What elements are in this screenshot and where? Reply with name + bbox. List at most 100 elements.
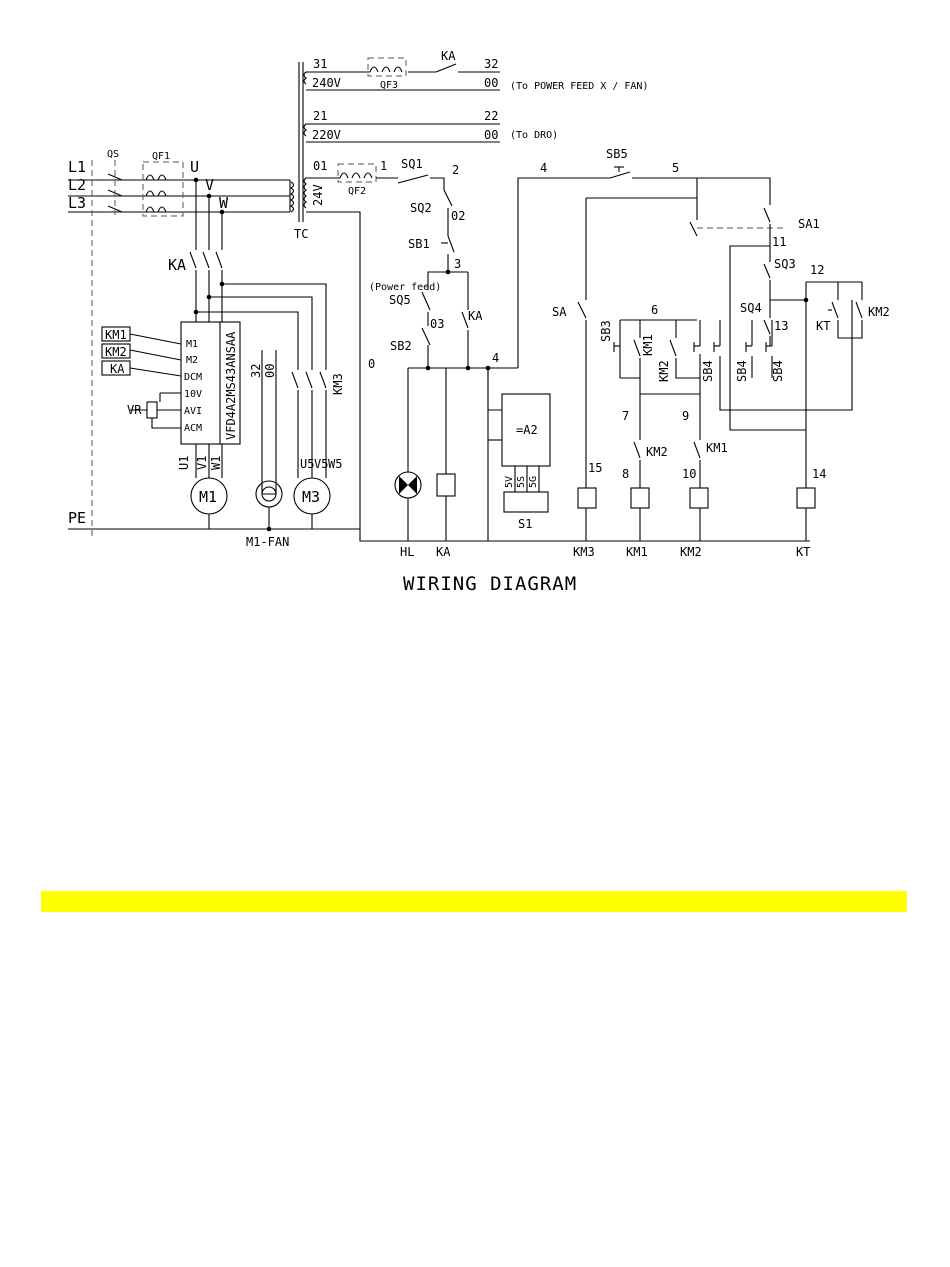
label-4-top: 4 — [540, 161, 547, 175]
label-6: 6 — [651, 303, 658, 317]
label-tc: TC — [294, 227, 308, 241]
label-w: W — [219, 194, 229, 212]
label-sq2: SQ2 — [410, 201, 432, 215]
label-sa: SA — [552, 305, 567, 319]
label-qf1: QF1 — [152, 151, 170, 162]
label-31: 31 — [313, 57, 327, 71]
label-km2-interlock: KM2 — [646, 445, 668, 459]
label-22: 22 — [484, 109, 498, 123]
label-u1: U1 — [177, 456, 191, 470]
label-qf3: QF3 — [380, 80, 398, 91]
label-u: U — [190, 158, 199, 176]
label-3: 3 — [454, 257, 461, 271]
label-14: 14 — [812, 467, 826, 481]
label-km2-contact: KM2 — [657, 360, 671, 382]
label-qf2: QF2 — [348, 186, 366, 197]
label-s1: S1 — [518, 517, 532, 531]
label-02: 02 — [451, 209, 465, 223]
label-l3: L3 — [68, 194, 86, 212]
label-sq5: SQ5 — [389, 293, 411, 307]
label-power-feed-note: (To POWER FEED X / FAN) — [510, 81, 648, 92]
label-power-feed: (Power feed) — [369, 282, 441, 293]
label-km1-contact: KM1 — [641, 334, 655, 356]
label-vr: VR — [127, 403, 142, 417]
aux-220v — [306, 123, 500, 143]
label-km3-contact: KM3 — [331, 373, 345, 395]
label-w1: W1 — [209, 456, 223, 470]
label-w5: W5 — [328, 457, 342, 471]
aux-240v — [305, 57, 500, 91]
label-8: 8 — [622, 467, 629, 481]
vfd-drive — [101, 321, 241, 478]
label-32-240: 32 — [484, 57, 498, 71]
label-vfd-acm: ACM — [184, 423, 202, 434]
label-1: 1 — [380, 159, 387, 173]
label-sq3: SQ3 — [774, 257, 796, 271]
label-ka-main: KA — [168, 256, 186, 274]
label-4: 4 — [492, 351, 499, 365]
label-11: 11 — [772, 235, 786, 249]
label-9: 9 — [682, 409, 689, 423]
label-00-240: 00 — [484, 76, 498, 90]
label-kt-contact: KT — [816, 319, 830, 333]
label-vfd-km2: KM2 — [105, 345, 127, 359]
label-00-220: 00 — [484, 128, 498, 142]
label-hl: HL — [400, 545, 414, 559]
label-km1-interlock: KM1 — [706, 441, 728, 455]
label-sq4: SQ4 — [740, 301, 762, 315]
label-15: 15 — [588, 461, 602, 475]
label-13: 13 — [774, 319, 788, 333]
label-5s: 5S — [516, 476, 527, 488]
label-kt-coil: KT — [796, 545, 810, 559]
label-v5: V5 — [314, 457, 328, 471]
label-fan-00: 00 — [263, 364, 277, 378]
motors — [190, 350, 331, 532]
highlight-bar — [41, 891, 907, 912]
label-sb1: SB1 — [408, 237, 430, 251]
label-l1: L1 — [68, 158, 86, 176]
label-m1-fan: M1-FAN — [246, 535, 289, 549]
label-10: 10 — [682, 467, 696, 481]
label-5: 5 — [672, 161, 679, 175]
label-03: 03 — [430, 317, 444, 331]
label-km1-coil: KM1 — [626, 545, 648, 559]
label-vfd-dcm: DCM — [184, 372, 202, 383]
label-vfd-10v: 10V — [184, 389, 202, 400]
label-5v: 5V — [504, 476, 515, 488]
label-21: 21 — [313, 109, 327, 123]
label-sb4-b: SB4 — [735, 360, 749, 382]
transformer — [289, 62, 307, 222]
label-12: 12 — [810, 263, 824, 277]
label-220v: 220V — [312, 128, 341, 142]
label-7: 7 — [622, 409, 629, 423]
label-km2-right: KM2 — [868, 305, 890, 319]
label-sb4-c: SB4 — [771, 360, 785, 382]
label-ka-coil: KA — [436, 545, 451, 559]
label-l2: L2 — [68, 176, 86, 194]
label-24v: 24V — [311, 184, 325, 206]
label-v1: V1 — [195, 456, 209, 470]
diagram-title: WIRING DIAGRAM — [403, 573, 577, 595]
label-dro-note: (To DRO) — [510, 130, 558, 141]
label-vfd-avi: AVI — [184, 406, 202, 417]
label-vfd-ka: KA — [110, 362, 125, 376]
label-pe: PE — [68, 509, 86, 527]
label-sq1: SQ1 — [401, 157, 423, 171]
label-motor-m1: M1 — [199, 488, 217, 506]
label-01: 01 — [313, 159, 327, 173]
label-ka-240: KA — [441, 49, 456, 63]
three-phase-supply — [68, 160, 360, 540]
label-240v: 240V — [312, 76, 341, 90]
label-km3-coil: KM3 — [573, 545, 595, 559]
label-0: 0 — [368, 357, 375, 371]
label-a2: =A2 — [516, 423, 538, 437]
label-ka-ctrl: KA — [468, 309, 483, 323]
label-sa1: SA1 — [798, 217, 820, 231]
label-2: 2 — [452, 163, 459, 177]
label-sb2: SB2 — [390, 339, 412, 353]
label-qs: QS — [107, 149, 119, 160]
label-vfd-model: VFD4A2MS43ANSAA — [224, 331, 238, 440]
label-u5: U5 — [300, 457, 314, 471]
label-sb3: SB3 — [599, 320, 613, 342]
